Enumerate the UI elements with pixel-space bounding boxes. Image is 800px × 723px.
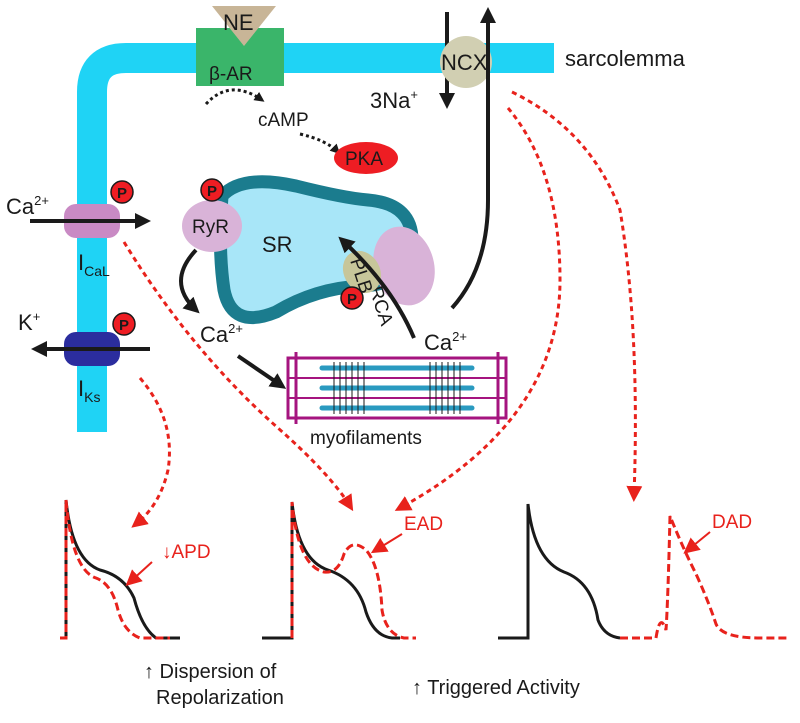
- ical-label: ICaL: [78, 250, 110, 279]
- k-superscript: +: [33, 309, 41, 324]
- ead-label: EAD: [404, 514, 443, 535]
- iks-phospho-p: [112, 312, 136, 336]
- iks-text: I: [78, 376, 84, 401]
- myofilaments: [286, 352, 508, 424]
- camp-to-pka-arrow: [299, 132, 341, 155]
- beta-ar-label: β-AR: [209, 64, 253, 85]
- plb-phospho-p: [340, 286, 364, 310]
- ca-ext-label: Ca2+: [6, 193, 49, 219]
- plb-protein: [342, 250, 382, 294]
- ca-right-superscript: 2+: [452, 329, 467, 344]
- ca-cytosol-superscript: 2+: [228, 321, 243, 336]
- ncx-dad-effect-arrow: [511, 90, 643, 502]
- dad-label: DAD: [712, 512, 752, 533]
- ryr-channel: [182, 200, 242, 252]
- ca-ext-superscript: 2+: [34, 193, 49, 208]
- ca-to-ncx-arrow: [450, 7, 496, 310]
- ap-trace-dad-3: [620, 515, 790, 640]
- dad-pointer: [683, 531, 711, 554]
- caption-dispersion-line2: Repolarization: [156, 687, 284, 709]
- ncx-exchanger: [440, 36, 492, 88]
- ical-subscript: CaL: [84, 263, 110, 279]
- camp-label: cAMP: [258, 110, 309, 131]
- pka-ellipse: [334, 142, 398, 174]
- caption-dispersion-line1: ↑ Dispersion of: [144, 661, 277, 683]
- k-text: K: [18, 310, 33, 335]
- apd-label: ↓APD: [162, 542, 211, 563]
- iks-label: IKs: [78, 376, 100, 405]
- ical-text: I: [78, 250, 84, 275]
- ca-right-text: Ca: [424, 330, 453, 355]
- receptor-to-camp-arrow: [204, 88, 265, 106]
- ncx-label: NCX: [441, 50, 488, 75]
- ryr-p-label: P: [207, 183, 217, 200]
- k-ext-label: K+: [18, 309, 40, 335]
- ap-trace-ead-2: [290, 501, 416, 640]
- na-superscript: +: [410, 87, 418, 102]
- iks-subscript: Ks: [84, 389, 100, 405]
- ne-label: NE: [223, 10, 254, 35]
- ryr-phospho-p: [200, 178, 224, 202]
- sr-label: SR: [262, 232, 293, 257]
- caption-triggered-activity: ↑ Triggered Activity: [412, 677, 580, 699]
- ca-right-label: Ca2+: [424, 329, 467, 355]
- ical-effect-arrow: [122, 241, 354, 512]
- na-label: 3Na+: [370, 87, 418, 113]
- plb-p-label: P: [347, 291, 357, 308]
- ca-cytosol-text: Ca: [200, 322, 229, 347]
- ryr-release-arrow: [179, 248, 200, 314]
- ca-to-myofilaments-arrow: [236, 354, 287, 389]
- na-text: 3Na: [370, 88, 411, 113]
- ca-ext-text: Ca: [6, 194, 35, 219]
- apd-pointer: [125, 561, 153, 587]
- ne-triangle: [212, 6, 276, 46]
- ncx-ead-effect-arrow: [394, 107, 562, 511]
- pka-label: PKA: [345, 149, 383, 170]
- ical-phospho-p: [110, 180, 134, 204]
- iks-effect-arrow: [131, 377, 171, 528]
- ead-pointer: [370, 533, 403, 554]
- iks-p-label: P: [119, 317, 129, 334]
- myofilaments-label: myofilaments: [310, 428, 422, 449]
- ical-p-label: P: [117, 185, 127, 202]
- ca-cytosol-label: Ca2+: [200, 321, 243, 347]
- ryr-label: RyR: [192, 217, 229, 238]
- ap-trace-apd-1: [60, 499, 170, 640]
- ap-trace-baseline-3: [498, 503, 621, 640]
- sarcolemma-label: sarcolemma: [565, 46, 686, 71]
- sarcolemma-membrane: [77, 43, 554, 432]
- ca-uptake-arrow: [338, 236, 416, 339]
- ap-trace-baseline-2: [262, 501, 400, 640]
- serca-pump: [373, 226, 435, 306]
